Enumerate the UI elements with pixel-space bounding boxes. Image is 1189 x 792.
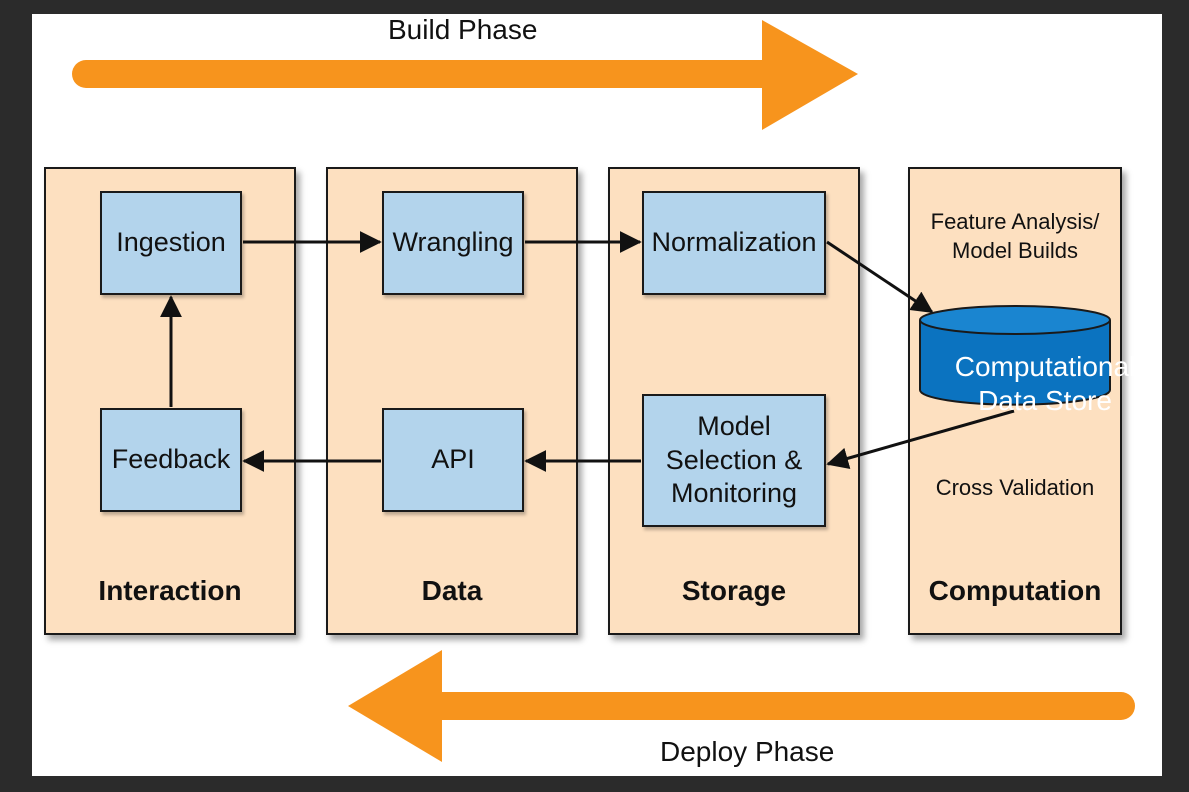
diagram-graphics <box>72 20 1135 762</box>
feedback-label: Feedback <box>111 444 231 475</box>
api-label: API <box>431 444 475 475</box>
wrangling-box: Wrangling <box>382 191 524 295</box>
normalization-to-datastore-arrow <box>826 240 934 314</box>
ingestion-box: Ingestion <box>100 191 242 295</box>
build-phase-label: Build Phase <box>388 14 538 45</box>
datastore-to-model-selection-arrow <box>826 409 1015 470</box>
api-box: API <box>382 408 524 512</box>
panel-title-storage: Storage <box>681 575 787 606</box>
normalization-box: Normalization <box>642 191 826 295</box>
panel-title-computation: Computation <box>928 575 1102 606</box>
feedback-box: Feedback <box>100 408 242 512</box>
diagram-canvas: Interaction Data Storage Computation Ing… <box>32 14 1162 776</box>
model-selection-label: Model Selection & Monitoring <box>665 410 803 509</box>
model-selection-box: Model Selection & Monitoring <box>642 394 826 527</box>
database-cylinder-icon <box>919 305 1111 406</box>
feature-analysis-label: Feature Analysis/ Model Builds <box>930 209 1100 263</box>
cross-validation-label: Cross Validation <box>935 475 1095 500</box>
normalization-label: Normalization <box>651 227 817 258</box>
wrangling-label: Wrangling <box>392 227 514 258</box>
panel-title-data: Data <box>421 575 483 606</box>
ingestion-label: Ingestion <box>116 227 226 258</box>
deploy-phase-label: Deploy Phase <box>660 736 835 767</box>
computational-data-store-label: Computational Data Store <box>954 351 1136 416</box>
panel-title-interaction: Interaction <box>98 575 242 606</box>
build-phase-arrow <box>72 20 858 130</box>
deploy-phase-arrow <box>348 650 1135 762</box>
